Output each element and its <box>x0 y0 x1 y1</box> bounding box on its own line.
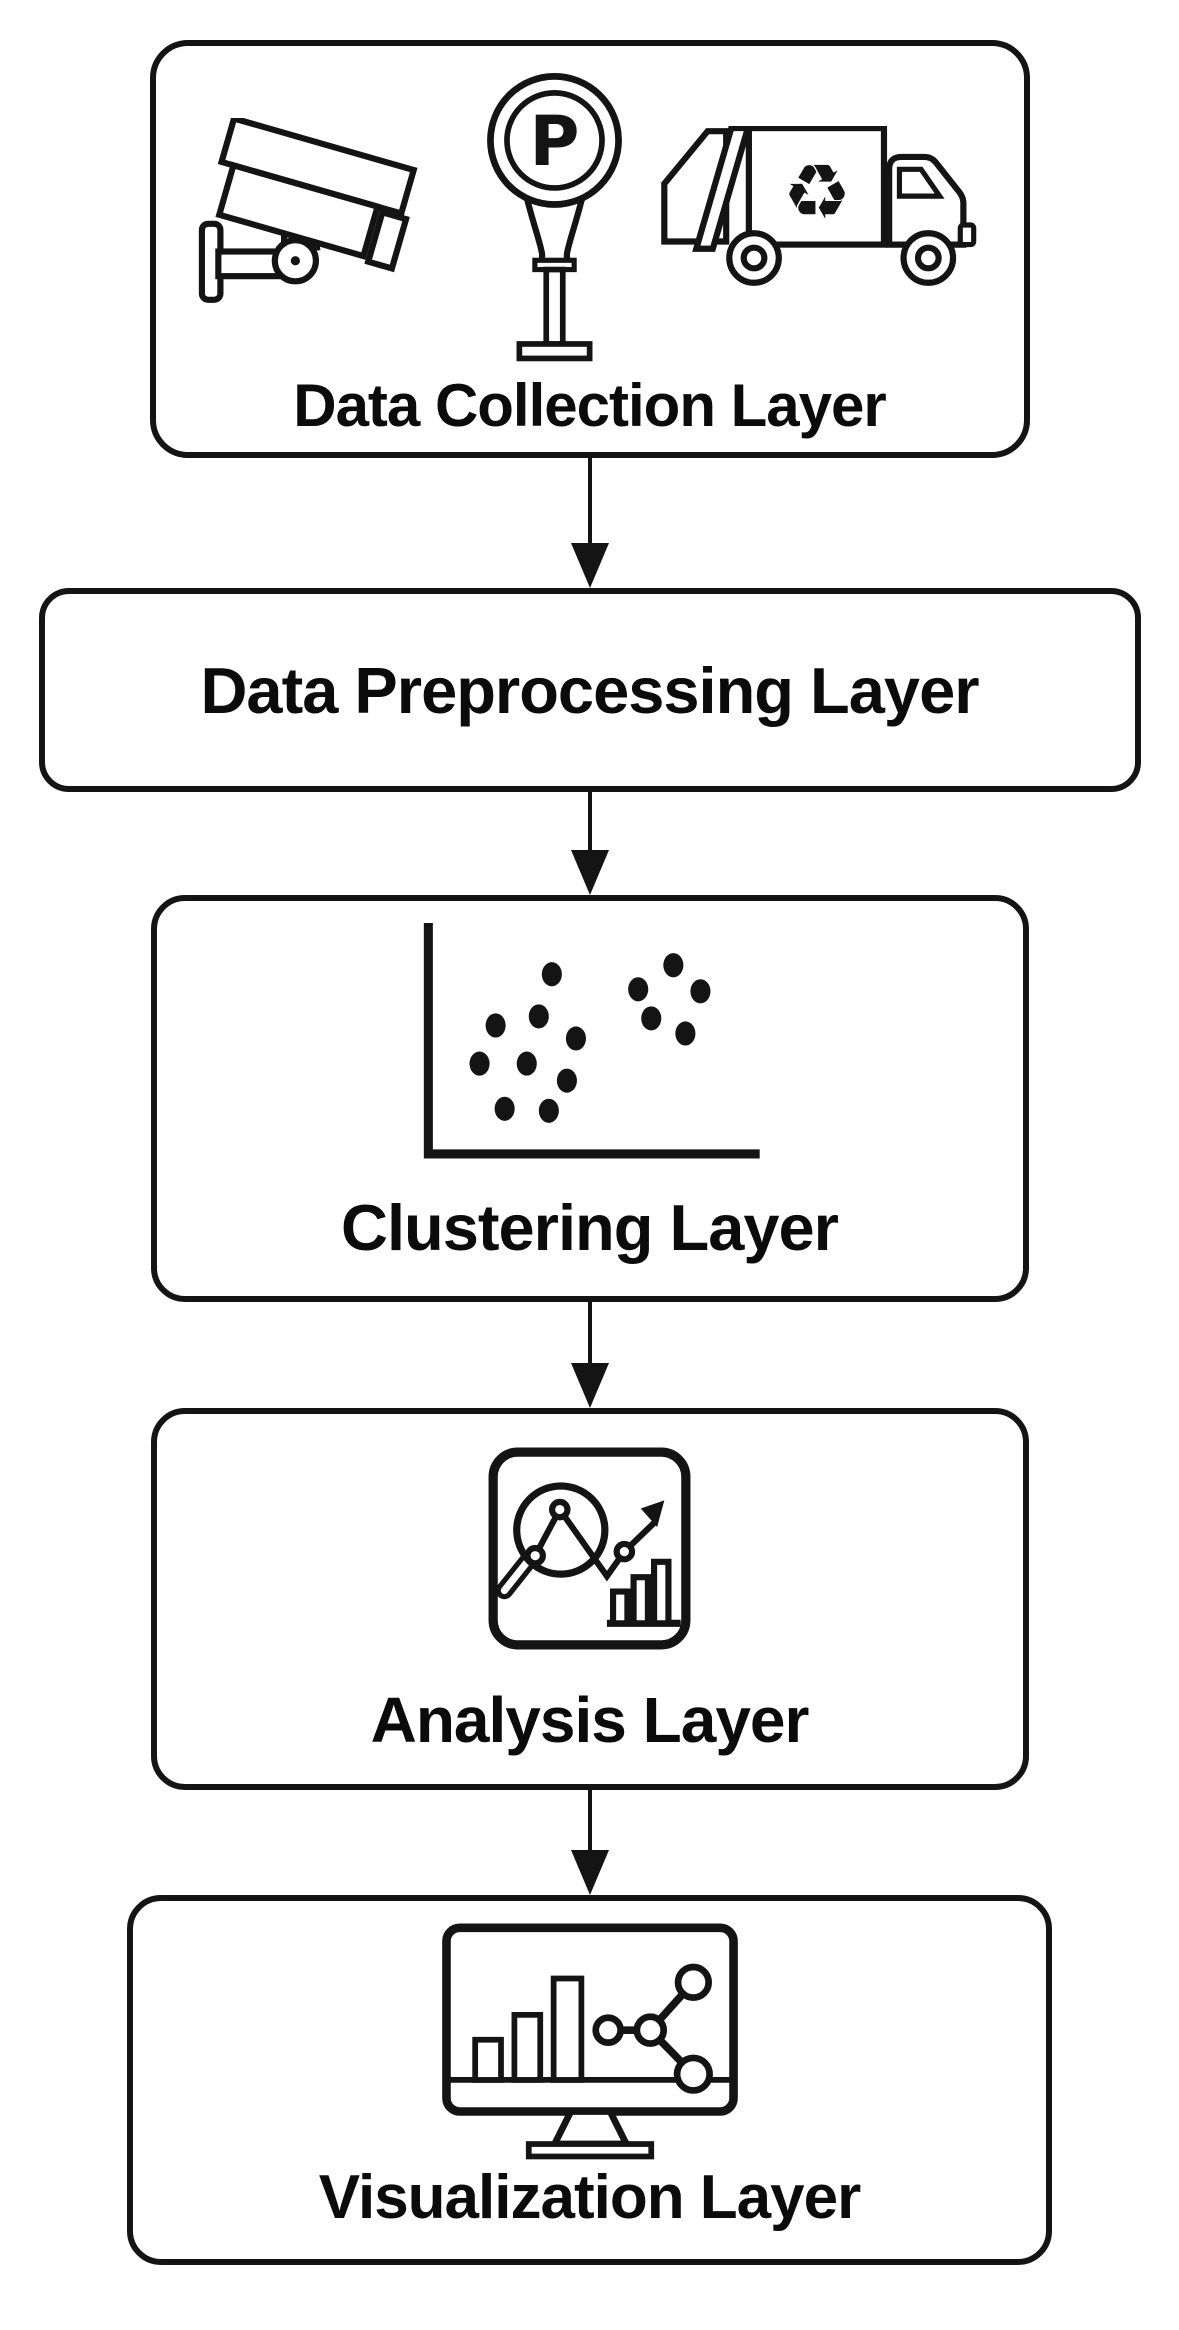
network-graph <box>591 1963 713 2094</box>
arrow-head-icon <box>570 1850 609 1895</box>
arrow-head-icon <box>570 850 609 895</box>
arrow-shaft <box>587 1302 592 1363</box>
flow-arrow-4 <box>570 1790 609 1895</box>
magnifier-chart-icon <box>488 1447 691 1650</box>
parking-letter: P <box>530 103 580 182</box>
node-label-analysis: Analysis Layer <box>370 1684 810 1756</box>
flow-arrow-3 <box>570 1302 609 1408</box>
flow-arrow-1 <box>570 458 609 588</box>
recycle-symbol: ♻ <box>783 148 851 237</box>
node-label-visualization: Visualization Layer <box>318 2163 862 2232</box>
dashboard-monitor-icon <box>441 1923 738 2160</box>
arrow-shaft <box>587 458 592 543</box>
node-data-preprocessing: Data Preprocessing Layer <box>38 588 1141 792</box>
scatter-dots <box>469 953 710 1123</box>
node-label-clustering: Clustering Layer <box>341 1191 839 1264</box>
arrow-shaft <box>587 1790 592 1850</box>
node-analysis: Analysis Layer <box>150 1408 1029 1790</box>
scatter-plot-icon <box>423 923 760 1159</box>
data-collection-icons: P ♻ <box>156 60 1024 376</box>
arrow-head-icon <box>570 1363 609 1408</box>
garbage-truck-icon: ♻ <box>661 126 977 286</box>
arrow-head-icon <box>570 543 609 588</box>
node-label-data-collection: Data Collection Layer <box>293 372 887 439</box>
parking-sign-icon: P <box>487 72 622 362</box>
arrow-shaft <box>587 792 592 850</box>
flow-arrow-2 <box>570 792 609 895</box>
node-visualization: Visualization Layer <box>127 1895 1052 2265</box>
node-label-data-preprocessing: Data Preprocessing Layer <box>200 653 979 727</box>
cctv-camera-icon <box>198 118 418 303</box>
trend-arrow-head <box>640 1500 665 1527</box>
node-clustering: Clustering Layer <box>150 895 1029 1302</box>
node-data-collection: P ♻ Data Collection Layer <box>149 40 1030 458</box>
